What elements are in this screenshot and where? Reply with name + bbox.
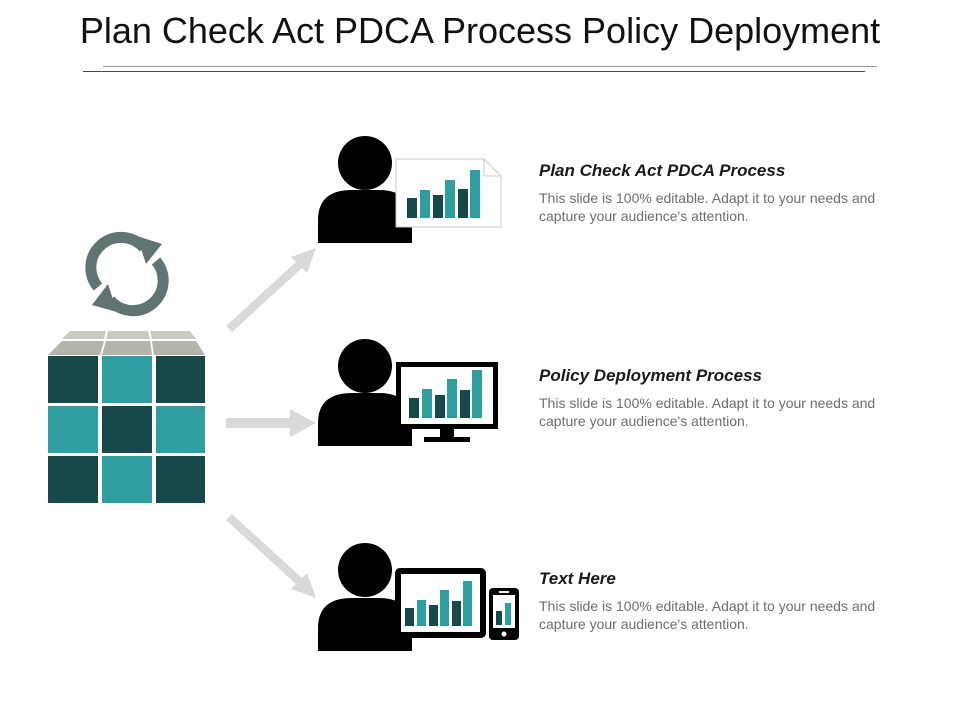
item-description: This slide is 100% editable. Adapt it to… (539, 598, 876, 632)
item-description: This slide is 100% editable. Adapt it to… (539, 395, 876, 429)
item-plan-check-act: Plan Check Act PDCA Process This slide i… (539, 161, 909, 225)
refresh-icon (85, 231, 169, 317)
cube-grid (48, 356, 205, 503)
title-rule-top (103, 66, 877, 67)
item-policy-deployment: Policy Deployment Process This slide is … (539, 366, 909, 430)
item-title: Policy Deployment Process (539, 366, 762, 385)
person-tablet-phone-icon (318, 543, 519, 651)
item-description: This slide is 100% editable. Adapt it to… (539, 190, 876, 224)
arrow-up-right (226, 248, 316, 332)
person-document-icon (318, 136, 502, 243)
item-title: Plan Check Act PDCA Process (539, 161, 786, 180)
person-monitor-icon (318, 339, 498, 446)
title-rule-bottom (83, 71, 865, 72)
item-text-here: Text Here This slide is 100% editable. A… (539, 569, 909, 633)
arrow-down-right (226, 514, 316, 598)
page-title: Plan Check Act PDCA Process Policy Deplo… (79, 10, 881, 51)
arrow-right (226, 409, 316, 437)
item-title: Text Here (539, 569, 616, 588)
cube-top (48, 331, 205, 355)
